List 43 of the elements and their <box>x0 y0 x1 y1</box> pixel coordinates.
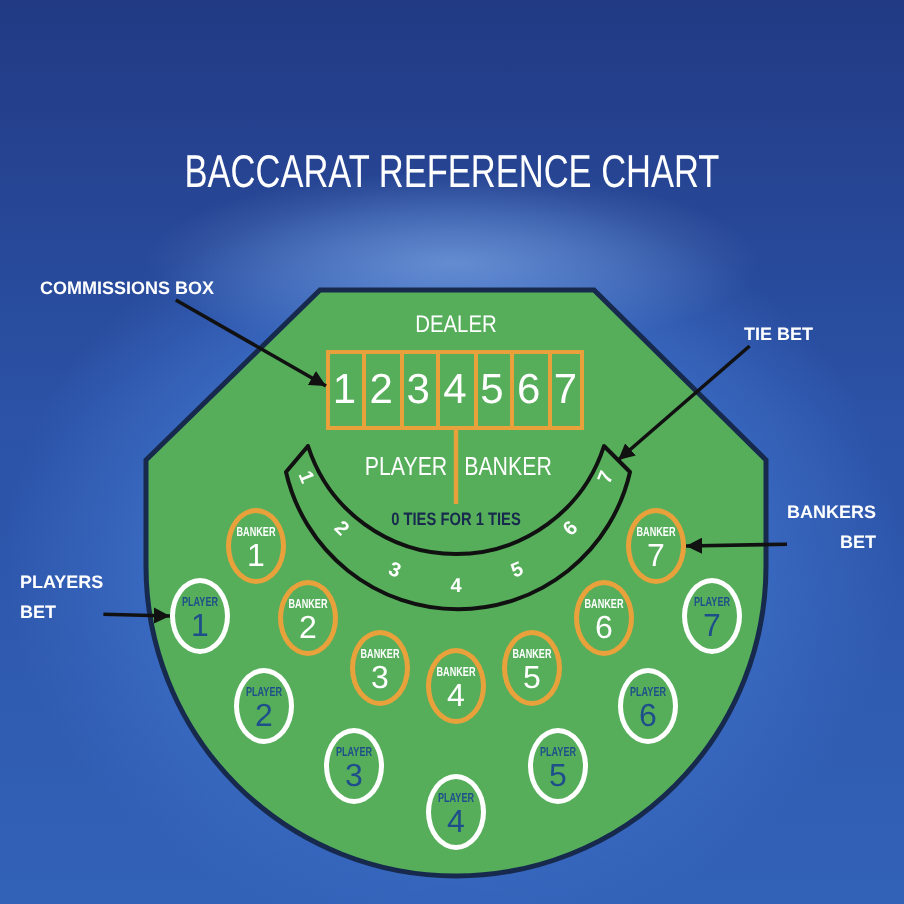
leader-arrow <box>685 537 788 554</box>
dealer-label: DEALER <box>415 312 497 336</box>
seat-number: 1 <box>191 612 209 644</box>
seat-number: 2 <box>328 519 352 541</box>
callout-label: BANKERS BET <box>786 498 876 558</box>
area-label: PLAYER <box>364 453 448 479</box>
payout-text: 0 TIES FOR 1 TIES <box>391 511 521 529</box>
seat-number: 5 <box>549 762 567 794</box>
commission-box <box>326 350 584 430</box>
seat-number: 3 <box>406 369 430 411</box>
leader-arrow <box>174 298 327 388</box>
seat-number: 6 <box>560 519 584 541</box>
seat-number: 2 <box>369 369 393 411</box>
seat-number: 3 <box>371 664 389 696</box>
seat-number: 7 <box>553 369 578 411</box>
area-label: BANKER <box>464 453 552 479</box>
seat-number: 2 <box>255 702 273 734</box>
seat-number: 3 <box>345 762 363 794</box>
seat-number: 7 <box>596 469 620 487</box>
seat-number: 1 <box>292 469 316 487</box>
callout-label: PLAYERS BET <box>20 568 104 628</box>
seat-number: 5 <box>480 369 504 411</box>
seat-number: 4 <box>443 369 467 411</box>
chart-title: BACCARAT REFERENCE CHART <box>184 149 720 195</box>
seat-number: 2 <box>299 614 317 646</box>
seat-number: 5 <box>509 560 527 584</box>
seat-number: 6 <box>639 702 657 734</box>
seat-number: 1 <box>247 542 265 574</box>
seat-number: 6 <box>595 614 613 646</box>
seat-number: 4 <box>447 808 465 840</box>
seat-number: 3 <box>385 560 403 584</box>
seat-number: 6 <box>517 369 541 411</box>
tie-bet-band <box>282 442 634 614</box>
seat-number: 4 <box>447 682 465 714</box>
seat-number: 4 <box>450 578 462 598</box>
seat-number: 5 <box>523 664 541 696</box>
seat-number: 7 <box>703 612 721 644</box>
callout-label: COMMISSIONS BOX <box>40 276 215 300</box>
leader-arrow <box>103 607 171 624</box>
callout-label: TIE BET <box>744 322 814 346</box>
seat-number: 7 <box>647 542 665 574</box>
leader-arrow <box>617 344 751 462</box>
seat-number: 1 <box>332 369 357 411</box>
